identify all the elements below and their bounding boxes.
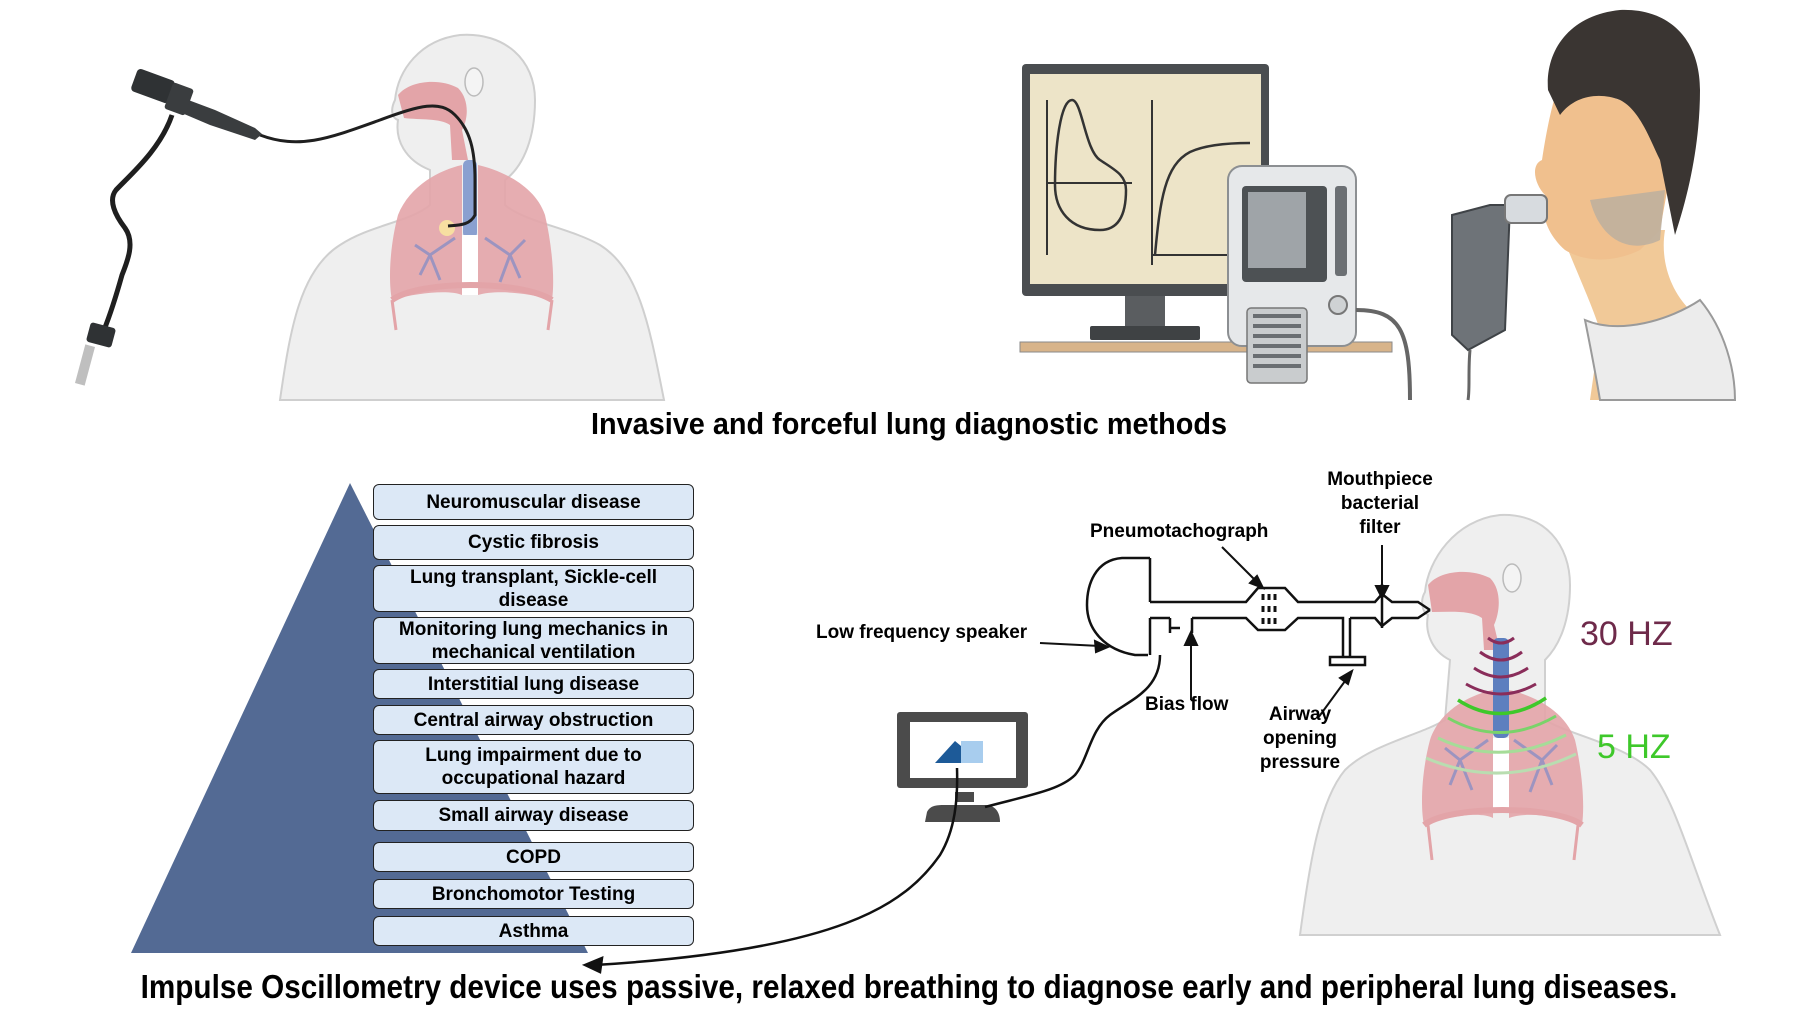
high-frequency-wave-icon [1465,636,1537,696]
pyramid-item: Cystic fibrosis [373,525,694,560]
speaker-label: Low frequency speaker [816,622,1028,643]
oscillometry-human-figure [1298,513,1722,936]
pneumotachograph-label: Pneumotachograph [1090,521,1269,542]
pyramid-item: Monitoring lung mechanics in mechanical … [373,617,694,664]
high-frequency-label: 30 HZ [1580,615,1673,653]
right-lung-icon [478,165,554,300]
speaker-chamber [1085,556,1150,657]
pyramid-item: Bronchomotor Testing [373,879,694,909]
connection-cables [581,654,1162,974]
computer-monitor-icon [897,712,1028,822]
oscillometry-apparatus-schematic [1085,556,1431,667]
pyramid-item: Lung transplant, Sickle-cell disease [373,565,694,612]
pyramid-item: Interstitial lung disease [373,669,694,699]
pyramid-shape [131,483,588,953]
filter-label: Mouthpiece bacterial filter [1327,469,1433,538]
label-arrows [1039,545,1390,719]
oscillometry-caption: Impulse Oscillometry device uses passive… [140,968,1678,1005]
low-frequency-label: 5 HZ [1597,728,1671,766]
low-frequency-wave-icon [1425,696,1577,775]
pyramid-item: Asthma [373,916,694,946]
invasive-methods-caption: Invasive and forceful lung diagnostic me… [591,406,1227,441]
airway-pressure-label: Airway opening pressure [1259,704,1341,773]
pyramid-item: Lung impairment due to occupational haza… [373,740,694,794]
bias-flow-label: Bias flow [1145,694,1229,715]
pyramid-item: Central airway obstruction [373,705,694,735]
bronchoscope-icon [74,69,477,386]
pyramid-item: Neuromuscular disease [373,484,694,520]
desk-shelf [1019,341,1393,353]
patient-spirometry-icon [1451,9,1737,401]
trachea-icon [1493,638,1509,738]
pyramid-item: COPD [373,842,694,872]
left-lung-icon [390,165,462,300]
spirometer-device-icon [1227,165,1412,401]
desktop-monitor-icon [1022,64,1269,340]
pyramid-item: Small airway disease [373,800,694,831]
